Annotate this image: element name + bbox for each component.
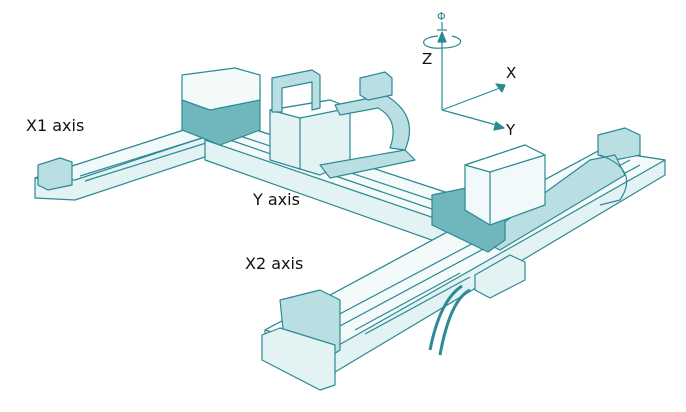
x-direction-label: X <box>506 64 517 82</box>
y-axis-label: Y axis <box>253 190 300 209</box>
x2-axis-label: X2 axis <box>245 254 304 273</box>
z-direction-label: Z <box>422 50 433 68</box>
coordinate-axes <box>423 22 506 131</box>
x1-axis-label: X1 axis <box>26 116 85 135</box>
x2-carriage <box>431 144 546 299</box>
z-axis-carriage <box>181 67 416 179</box>
y-direction-label: Y <box>506 121 516 139</box>
rotation-phi-label: Φ <box>437 10 446 23</box>
y-cable-chain <box>334 71 411 151</box>
cable-chain <box>428 154 628 356</box>
x1-rail <box>34 127 233 201</box>
